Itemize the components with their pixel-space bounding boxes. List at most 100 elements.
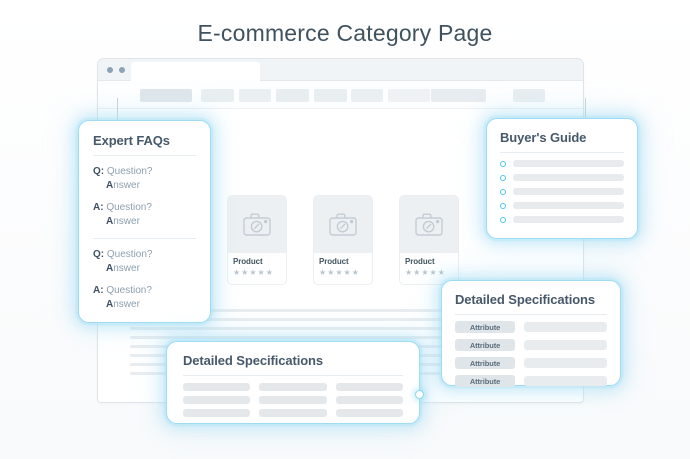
attribute-value-placeholder <box>524 376 607 386</box>
product-card[interactable]: Product ★★★★★ <box>313 195 373 285</box>
detailed-specifications-title: Detailed Specifications <box>183 353 324 368</box>
faq-item: A: Question? <box>93 284 196 298</box>
product-rating[interactable]: ★★★★★ <box>233 269 281 277</box>
buyers-guide-item[interactable] <box>500 160 624 167</box>
specification-row: Attribute <box>455 321 607 333</box>
specification-row: Attribute <box>455 339 607 351</box>
star-icon: ★ <box>421 268 429 277</box>
specification-grid-cell-placeholder <box>183 409 251 417</box>
buyers-guide-item[interactable] <box>500 188 624 195</box>
star-icon: ★ <box>233 268 241 277</box>
divider <box>455 314 607 315</box>
faq-key: A: <box>93 285 104 296</box>
specification-grid-cell-placeholder <box>259 396 327 404</box>
buyers-guide-card[interactable]: Buyer's Guide <box>486 118 638 239</box>
star-icon: ★ <box>257 268 265 277</box>
site-navigation-bar <box>98 81 583 109</box>
nav-item-placeholder-2[interactable] <box>201 89 234 102</box>
buyers-guide-item[interactable] <box>500 174 624 181</box>
faq-answer-rest: nswer <box>113 216 140 227</box>
product-meta: Product★★★★★ <box>228 253 286 277</box>
attribute-value-placeholder <box>524 322 607 332</box>
specification-grid-cell-placeholder <box>259 383 327 391</box>
attribute-value-placeholder <box>524 358 607 368</box>
star-icon: ★ <box>405 268 413 277</box>
detailed-specifications-card-bottom[interactable]: Detailed Specifications <box>166 341 420 424</box>
star-icon: ★ <box>319 268 327 277</box>
nav-item-placeholder-8[interactable] <box>431 89 486 102</box>
nav-item-placeholder-9[interactable] <box>513 89 545 102</box>
product-rating[interactable]: ★★★★★ <box>319 269 367 277</box>
faq-answer-initial: A <box>106 180 114 191</box>
detailed-specifications-title: Detailed Specifications <box>455 292 596 307</box>
star-icon: ★ <box>351 268 359 277</box>
specification-grid-row <box>183 383 403 391</box>
nav-item-placeholder-7[interactable] <box>388 89 430 102</box>
faq-answer-initial: A <box>106 216 114 227</box>
camera-placeholder-icon <box>415 213 443 236</box>
faq-item: Q: Question? <box>93 248 196 262</box>
specification-row: Attribute <box>455 375 607 387</box>
expert-faqs-title: Expert FAQs <box>93 133 170 148</box>
nav-item-placeholder-3[interactable] <box>239 89 271 102</box>
content-text-placeholder-line <box>130 318 550 321</box>
browser-tab[interactable] <box>131 62 260 81</box>
attribute-value-placeholder <box>524 340 607 350</box>
specification-grid-cell-placeholder <box>183 383 251 391</box>
faq-answer-initial: A <box>106 263 114 274</box>
window-close-dot[interactable] <box>107 67 113 73</box>
specification-grid-cell-placeholder <box>335 383 403 391</box>
buyers-guide-text-placeholder <box>513 202 624 209</box>
specification-grid-cell-placeholder <box>335 409 403 417</box>
star-icon: ★ <box>249 268 257 277</box>
buyers-guide-list <box>500 160 624 223</box>
nav-item-placeholder-5[interactable] <box>314 89 347 102</box>
product-meta: Product ★★★★★ <box>400 253 458 277</box>
ring-bullet-icon <box>500 174 506 181</box>
faq-answer: Answer <box>106 262 196 276</box>
faq-question: Question? <box>106 202 152 213</box>
nav-item-placeholder-4[interactable] <box>276 89 309 102</box>
window-minimize-dot[interactable] <box>119 67 125 73</box>
faq-question: Question? <box>106 166 153 177</box>
specification-grid-row <box>183 396 403 404</box>
buyers-guide-text-placeholder <box>513 216 624 223</box>
star-icon: ★ <box>241 268 249 277</box>
star-icon: ★ <box>413 268 421 277</box>
buyers-guide-text-placeholder <box>513 188 624 195</box>
nav-item-placeholder-6[interactable] <box>351 89 383 102</box>
product-rating[interactable]: ★★★★★ <box>405 269 453 277</box>
faq-answer: Answer <box>106 298 196 312</box>
buyers-guide-text-placeholder <box>513 160 624 167</box>
attribute-label: Attribute <box>455 375 515 387</box>
buyers-guide-item[interactable] <box>500 202 624 209</box>
faq-key: Q: <box>93 249 105 260</box>
faq-answer-rest: nswer <box>113 263 140 274</box>
browser-titlebar <box>98 59 583 81</box>
specification-grid-cell-placeholder <box>259 409 327 417</box>
specification-grid-cell-placeholder <box>335 396 403 404</box>
star-icon: ★ <box>437 268 445 277</box>
page-title: E-commerce Category Page <box>197 20 493 46</box>
star-icon: ★ <box>343 268 351 277</box>
product-card[interactable]: Product★★★★★ <box>227 195 287 285</box>
connector-stem-faq <box>117 98 118 122</box>
buyers-guide-item[interactable] <box>500 216 624 223</box>
nav-item-placeholder-1[interactable] <box>140 89 192 102</box>
faq-answer-rest: nswer <box>113 299 140 310</box>
card-connector-ring <box>415 390 424 399</box>
product-name: Product <box>405 257 435 266</box>
faq-item: A: Question? <box>93 201 196 215</box>
faq-answer: Answer <box>106 179 196 193</box>
content-text-placeholder-line <box>130 309 550 312</box>
faq-answer-initial: A <box>106 299 114 310</box>
ring-bullet-icon <box>500 216 506 223</box>
expert-faqs-card[interactable]: Expert FAQs Q: Question? Answer A: Quest… <box>78 120 211 323</box>
ring-bullet-icon <box>500 202 506 209</box>
product-name: Product <box>319 257 349 266</box>
faq-group: Q: Question? Answer A: Question? Answer <box>93 165 196 229</box>
product-card[interactable]: Product ★★★★★ <box>399 195 459 285</box>
